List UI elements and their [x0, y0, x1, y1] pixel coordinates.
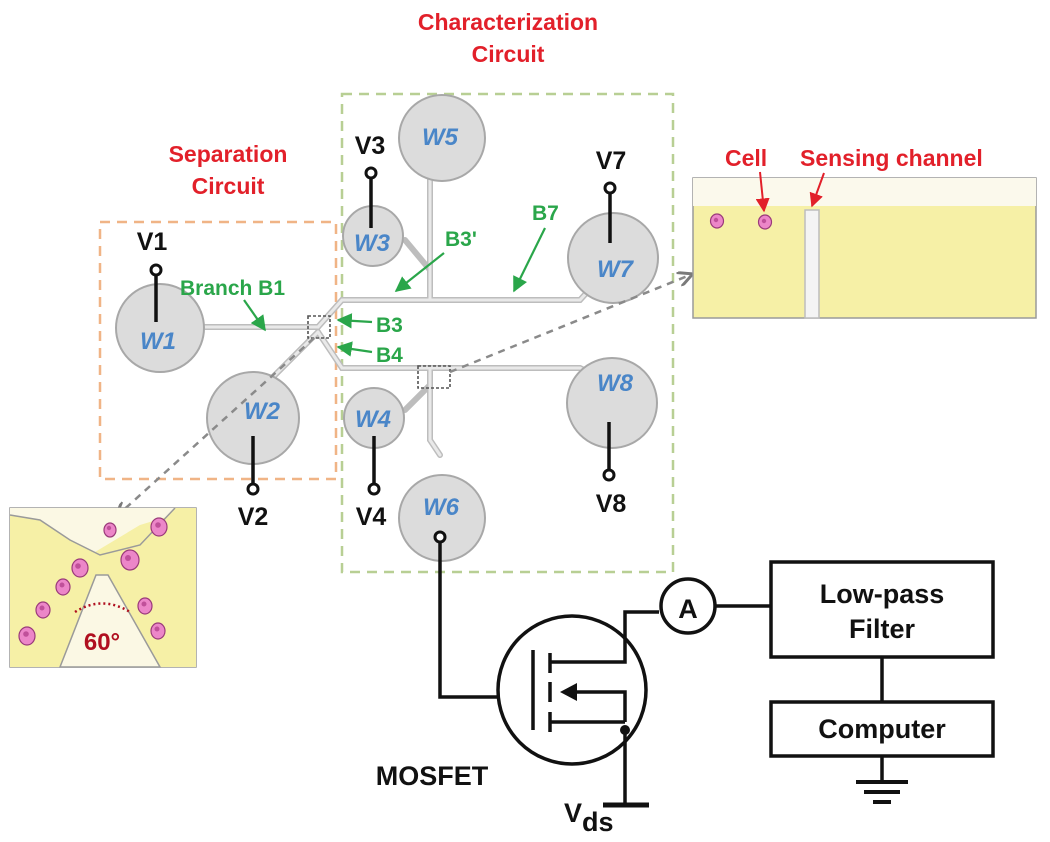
- junction-zoom-box-right: [417, 365, 451, 389]
- label-b4: B4: [376, 344, 403, 367]
- label-b3: B3: [376, 314, 403, 337]
- mosfet-label: MOSFET: [376, 761, 489, 791]
- arrow-sensing-channel: [809, 172, 825, 208]
- well-w7: [567, 212, 659, 304]
- electrode-v1: [149, 263, 163, 322]
- separation-title-line1: Separation: [169, 141, 288, 167]
- inset-sensing-channel: [692, 177, 1037, 319]
- well-label-w4: W4: [355, 406, 391, 433]
- arrow-b4: [336, 341, 373, 357]
- label-v8: V8: [596, 490, 627, 518]
- well-label-w8: W8: [597, 370, 634, 397]
- well-label-w3: W3: [354, 230, 391, 257]
- well-w8: [566, 357, 658, 449]
- label-cell: Cell: [725, 145, 767, 171]
- junction-zoom-box-left: [307, 315, 331, 339]
- ground-icon: [856, 780, 908, 804]
- vds-label: V: [564, 798, 582, 828]
- well-label-w7: W7: [597, 256, 635, 283]
- label-sensing-channel: Sensing channel: [800, 145, 983, 171]
- filter-label-line2: Filter: [849, 614, 916, 644]
- separation-circuit-box: [98, 220, 338, 481]
- label-v3: V3: [355, 132, 386, 160]
- characterization-circuit-box: [340, 92, 675, 574]
- label-v2: V2: [238, 503, 269, 531]
- label-v7: V7: [596, 147, 627, 175]
- characterization-title-line2: Circuit: [472, 41, 545, 67]
- cell-icon: [71, 558, 89, 578]
- electrode-v3: [364, 166, 378, 228]
- well-label-w5: W5: [422, 124, 459, 151]
- electrode-v8: [602, 422, 616, 482]
- computer-label: Computer: [818, 714, 946, 744]
- label-b7: B7: [532, 202, 559, 225]
- label-branch-b1: Branch B1: [180, 277, 285, 300]
- inset-junction-60deg: [9, 507, 197, 668]
- label-angle-60: 60°: [84, 629, 120, 656]
- electrode-v4: [367, 436, 381, 496]
- well-w6: [398, 474, 486, 562]
- zoom-leader-right: [449, 275, 690, 374]
- well-w1: [115, 283, 205, 373]
- characterization-title-line1: Characterization: [418, 9, 598, 35]
- ammeter-label: A: [678, 594, 698, 624]
- label-b3-prime: B3': [445, 228, 477, 251]
- arrow-b3-prime: [394, 252, 445, 292]
- well-w5: [398, 94, 486, 182]
- electrode-v7: [603, 181, 617, 243]
- zoom-leader-left: [118, 337, 315, 515]
- well-label-w2: W2: [244, 398, 281, 425]
- filter-label-line1: Low-pass: [820, 579, 945, 609]
- well-w3: [342, 205, 404, 267]
- arrow-b7: [513, 227, 546, 293]
- mosfet-circuit: [433, 530, 995, 808]
- cell-icon: [103, 522, 117, 538]
- arrow-b3: [336, 313, 373, 329]
- label-v1: V1: [137, 228, 168, 256]
- electrode-v2: [246, 436, 260, 496]
- well-label-w1: W1: [140, 328, 176, 355]
- arrow-branch-b1: [243, 299, 266, 332]
- separation-title-line2: Circuit: [192, 173, 265, 199]
- computer-box: [769, 700, 995, 758]
- well-label-w6: W6: [423, 494, 460, 521]
- vds-subscript: ds: [582, 807, 614, 837]
- label-v4: V4: [356, 503, 387, 531]
- arrow-cell: [755, 171, 770, 213]
